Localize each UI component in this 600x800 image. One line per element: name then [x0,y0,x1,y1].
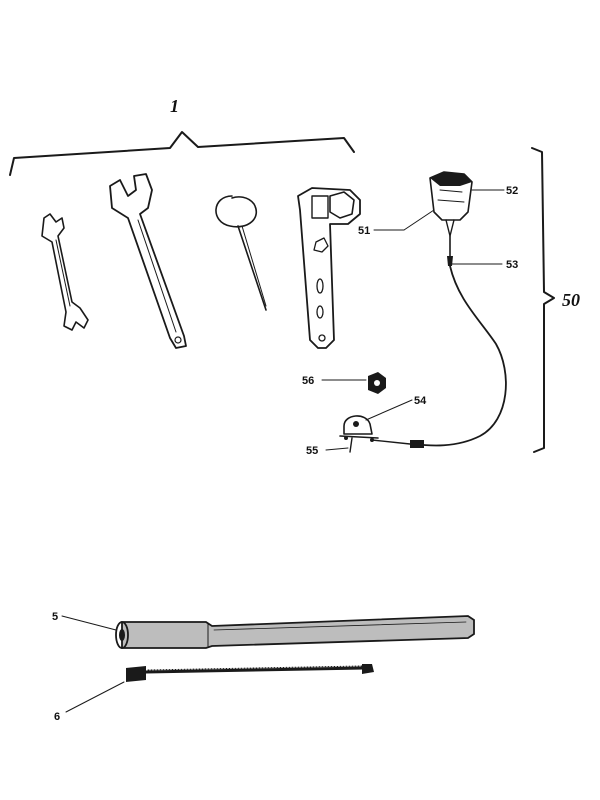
drive-cable [371,235,507,448]
tool-group-bracket [9,131,355,176]
callout-5: 5 [52,611,58,623]
leader-55 [325,447,349,451]
leader-5 [61,615,117,631]
pump-hose [126,664,374,682]
callout-51: 51 [358,225,370,237]
pin-spanner [215,195,267,311]
callout-56: 56 [302,375,314,387]
box-spanner [297,187,361,349]
large-open-end-wrench [109,173,187,349]
hex-nut [368,372,386,394]
cable-group-bracket [531,147,555,453]
callout-53: 53 [506,259,518,271]
callout-1: 1 [170,96,179,116]
cable-guide [339,415,379,442]
callout-6: 6 [54,711,60,723]
callout-54: 54 [414,395,427,407]
callout-52: 52 [506,185,518,197]
mounting-screw [349,437,353,453]
callout-50: 50 [562,290,580,310]
leader-6 [65,681,125,713]
callout-55: 55 [306,445,318,457]
leader-54 [365,399,413,421]
tyre-pump [115,615,475,649]
small-open-end-wrench [41,213,89,331]
drive-housing [429,171,473,237]
